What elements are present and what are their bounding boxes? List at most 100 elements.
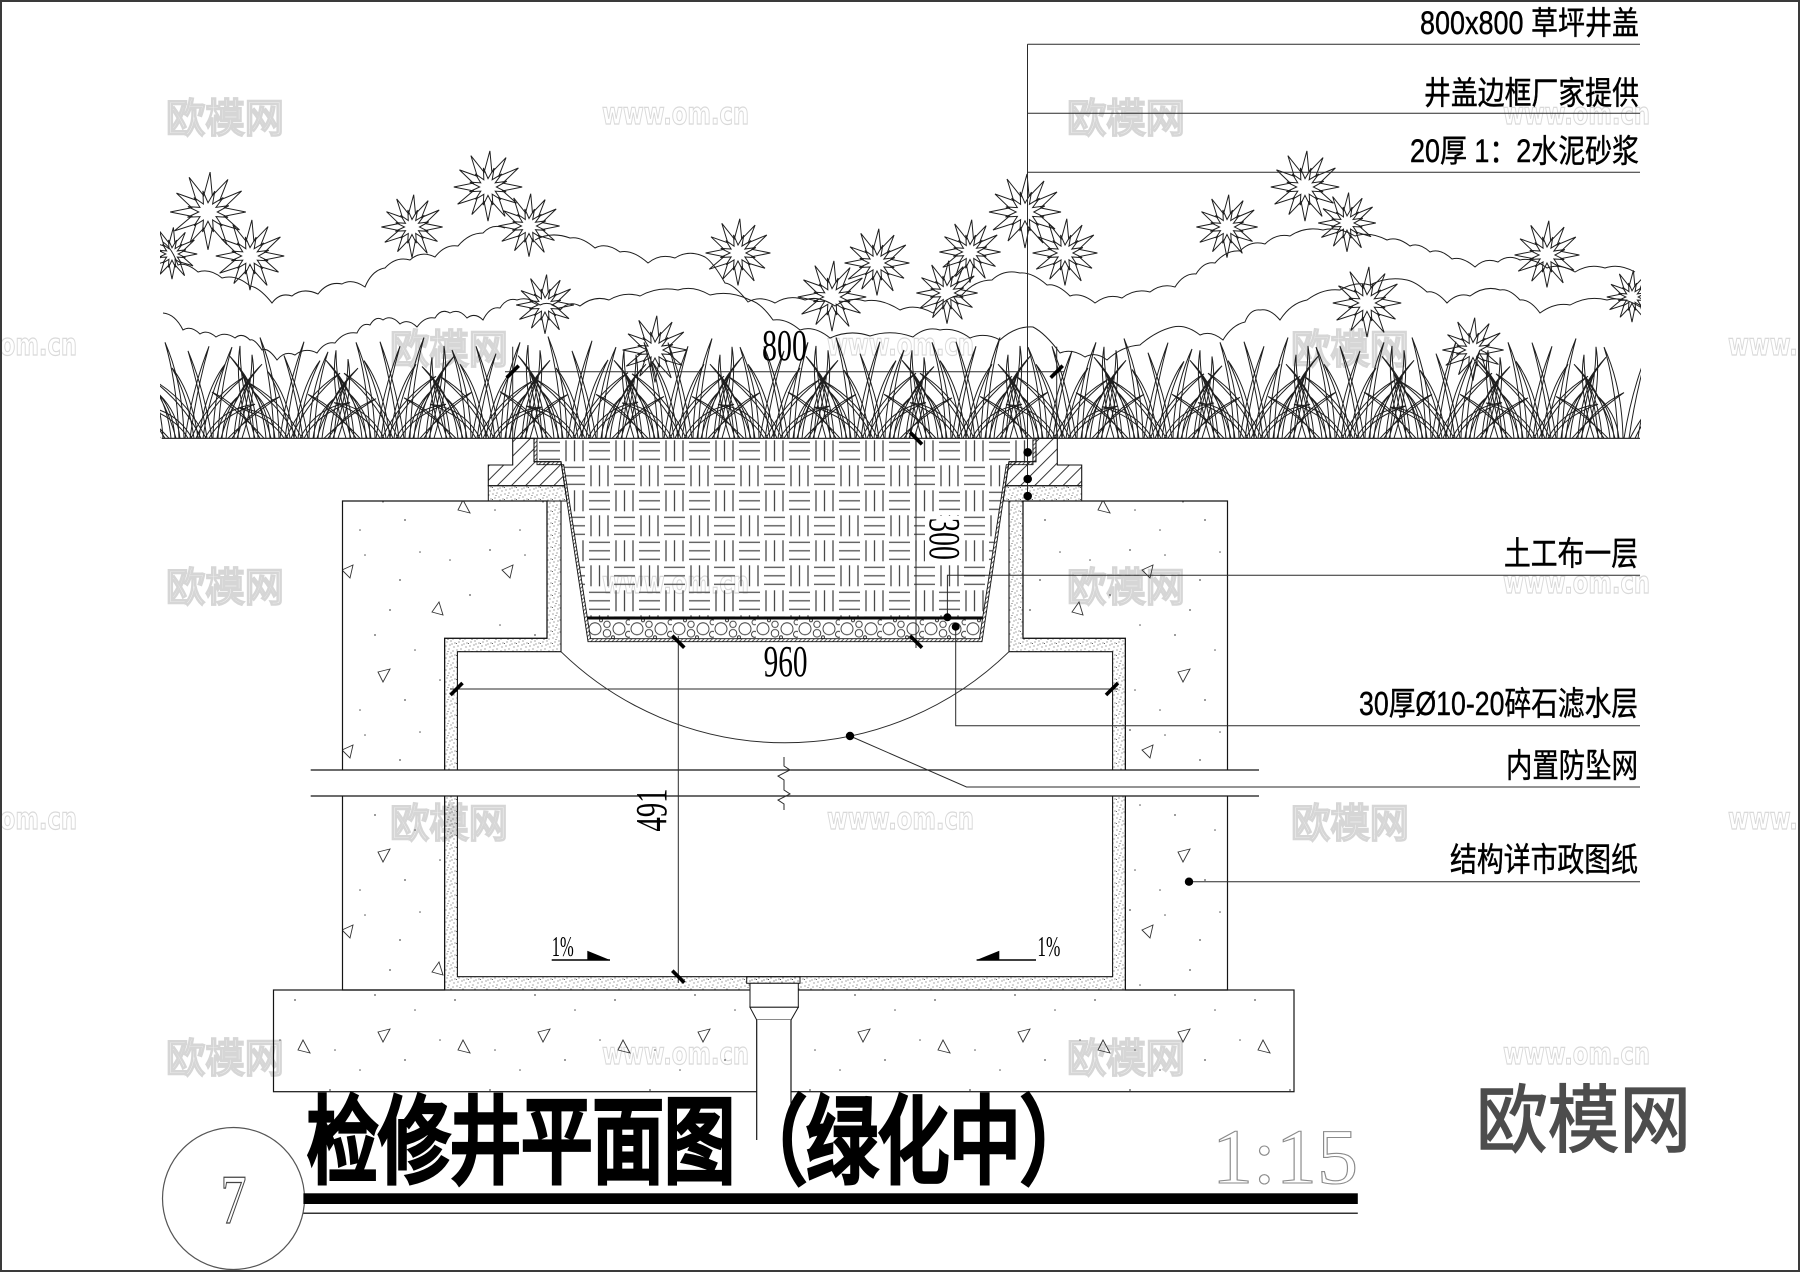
grass-clump — [595, 341, 735, 439]
shrub — [380, 194, 444, 259]
leader-dot — [845, 731, 855, 741]
label-structure-note: 结构详市政图纸 — [1450, 841, 1638, 878]
shrub — [705, 218, 771, 286]
annotation-labels: 800x800 草坪井盖 井盖边框厂家提供 20厚 1：2水泥砂浆 土工布一层 … — [1359, 5, 1639, 878]
leader-geotextile — [946, 574, 1640, 618]
label-gravel-layer: 30厚Ø10-20碎石滤水层 — [1359, 685, 1638, 722]
title-underline-thick — [303, 1193, 1358, 1204]
watermark-url: www.om.cn — [827, 802, 974, 837]
watermark-brand: 欧模网 — [1291, 801, 1409, 847]
pipe-body — [310, 770, 1259, 796]
gravel-filter-layer — [587, 618, 983, 639]
shrub — [797, 260, 867, 332]
dimension-cover-depth: 300 — [908, 431, 969, 649]
label-mortar: 20厚 1：2水泥砂浆 — [1410, 133, 1639, 169]
arrow-right-icon — [587, 950, 610, 960]
shrub — [988, 173, 1062, 249]
shrub — [160, 227, 198, 280]
dimension-tick — [449, 681, 464, 697]
dimension-tick — [908, 431, 924, 446]
leader-dot — [1023, 474, 1032, 484]
drain-reducer — [749, 1006, 800, 1021]
dimension-tick — [671, 969, 686, 984]
drawing-title: 检修井平面图（绿化中） — [307, 1087, 1092, 1198]
shrub — [515, 274, 575, 335]
manhole-structure — [272, 437, 1295, 1093]
foliage-outline-upper — [534, 228, 1636, 314]
watermark-brand: 欧模网 — [166, 96, 284, 142]
label-cover-frame: 井盖边框厂家提供 — [1424, 75, 1639, 111]
dimension-label: 960 — [764, 637, 808, 686]
dimension-label: 800 — [762, 321, 807, 370]
label-anti-fall-net: 内置防坠网 — [1506, 747, 1638, 784]
through-pipe — [310, 757, 1259, 810]
watermark-url: www.om.cn — [1728, 802, 1800, 837]
break-symbol — [777, 757, 791, 810]
watermark-brand: 欧模网 — [166, 1036, 284, 1082]
drain-pipe — [756, 1020, 791, 1140]
slope-indicator-right: 1% — [976, 931, 1060, 963]
foliage-outline-lower — [162, 278, 1641, 361]
detail-number: 7 — [221, 1162, 247, 1239]
watermark-url: www.om.cn — [1728, 328, 1800, 363]
watermark-url: www.om.cn — [0, 328, 77, 363]
mortar-bed-left — [487, 485, 568, 502]
annotation-leaders — [845, 43, 1640, 886]
dimension-tick — [1049, 364, 1064, 379]
watermark-brand: 欧模网 — [390, 327, 508, 373]
foliage-outline-upper — [162, 225, 506, 304]
shrub — [497, 193, 561, 258]
grass-clump — [160, 341, 256, 439]
dimension-tick — [671, 634, 686, 649]
leader-dot — [1184, 877, 1194, 886]
dimension-label: 300 — [920, 518, 969, 560]
leader-net — [849, 735, 1640, 788]
shrub — [1032, 218, 1098, 286]
watermark-brand: 欧模网 — [1067, 96, 1185, 142]
dimension-chamber-depth: 491 — [627, 634, 686, 984]
watermark-logo: 欧模网 — [1476, 1078, 1691, 1164]
grass-clump — [1485, 337, 1625, 439]
leader-dot — [943, 613, 952, 622]
grass-cover-planting — [537, 438, 1033, 619]
label-mask — [925, 516, 961, 564]
title-block: 7 检修井平面图（绿化中） 1:15 — [161, 1086, 1359, 1271]
shrub — [215, 219, 285, 291]
slope-label: 1% — [1037, 931, 1060, 963]
label-grass-cover: 800x800 草坪井盖 — [1420, 5, 1639, 41]
shrub — [169, 171, 247, 251]
watermark-url: www.om.cn — [1503, 97, 1650, 132]
slope-indicator-left: 1% — [551, 931, 610, 963]
shrub — [915, 260, 979, 325]
leader-gravel — [955, 626, 1640, 727]
mortar-bed-right — [1002, 485, 1083, 502]
leader-dot — [951, 622, 960, 631]
dimension-tick — [505, 364, 520, 379]
anti-fall-net — [560, 651, 1010, 744]
grass-clump — [160, 346, 281, 439]
leader-dot — [1023, 448, 1032, 457]
watermark-url: www.om.cn — [1503, 566, 1650, 601]
shrub — [1514, 220, 1580, 288]
leader-dot — [1023, 491, 1032, 501]
floor-drain — [746, 976, 801, 1140]
shrub — [1606, 270, 1641, 323]
shrub — [1441, 317, 1505, 382]
grass-clump — [621, 337, 761, 439]
watermark-brand: 欧模网 — [166, 565, 284, 611]
watermark-url: www.om.cn — [1503, 1037, 1650, 1072]
dimension-tick — [908, 634, 924, 649]
drain-flange — [746, 976, 801, 984]
watermark-url: www.om.cn — [602, 97, 749, 132]
arrow-left-icon — [976, 950, 1000, 960]
shrub — [453, 150, 523, 222]
cover-tray-casing — [533, 437, 1037, 643]
dimension-cover-width: 800 — [505, 321, 1064, 439]
label-geotextile: 土工布一层 — [1504, 535, 1638, 572]
dimension-chamber-width: 960 — [449, 637, 1120, 697]
shrub — [938, 219, 1002, 284]
dimension-label: 491 — [627, 789, 676, 832]
